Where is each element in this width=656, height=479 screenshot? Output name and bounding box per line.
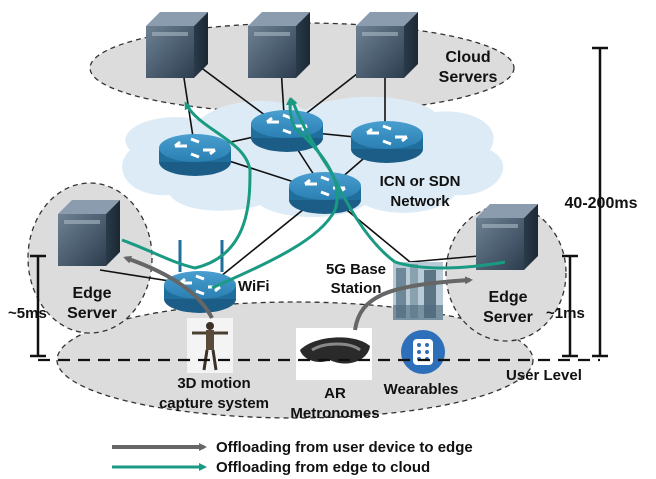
motion-capture-label: capture system	[159, 395, 269, 412]
base-station-label: Station	[331, 280, 382, 297]
edge-server-left-label: Server	[67, 305, 117, 322]
base-station-label: 5G Base	[326, 261, 386, 278]
legend-cloud-label: Offloading from edge to cloud	[216, 459, 430, 476]
ar-label: AR	[324, 385, 346, 402]
wifi-label: WiFi	[238, 278, 270, 295]
latency-cloud-label: 40-200ms	[565, 195, 638, 212]
latency-left-label: ~5ms	[8, 305, 47, 322]
user-level-label: User Level	[506, 367, 582, 384]
person-icon	[187, 318, 233, 373]
cloud-servers-label: Servers	[439, 69, 498, 86]
latency-bracket-right	[562, 254, 578, 358]
ar-glasses-icon	[296, 328, 372, 380]
edge-server-right-label: Edge	[488, 289, 527, 306]
cloud-servers-label: Cloud	[445, 49, 490, 66]
server-icon	[58, 200, 120, 266]
wearables-label: Wearables	[384, 381, 459, 398]
server-icon	[356, 12, 418, 78]
smartwatch-icon	[401, 330, 445, 374]
legend-device-label: Offloading from user device to edge	[216, 439, 473, 456]
router-icon	[157, 132, 233, 178]
device-to-edge-arrows	[123, 255, 473, 331]
network-label: ICN or SDN	[380, 173, 461, 190]
legend: Offloading from user device to edge Offl…	[112, 439, 473, 476]
latency-right-label: ~1ms	[546, 305, 585, 322]
base-station-icon	[393, 262, 443, 320]
router-icon	[349, 119, 425, 165]
motion-capture-label: 3D motion	[177, 375, 250, 392]
edge-server-right-label: Server	[483, 309, 533, 326]
latency-bracket-left	[30, 254, 46, 358]
server-icon	[146, 12, 208, 78]
network-label: Network	[390, 193, 450, 210]
edge-server-left-label: Edge	[72, 285, 111, 302]
server-icon	[476, 204, 538, 270]
ar-label: Metronomes	[290, 405, 379, 422]
latency-bracket-cloud	[592, 46, 608, 358]
server-icon	[248, 12, 310, 78]
user-tier-ellipse	[56, 301, 534, 419]
edge-to-cloud-arrows	[121, 97, 506, 290]
